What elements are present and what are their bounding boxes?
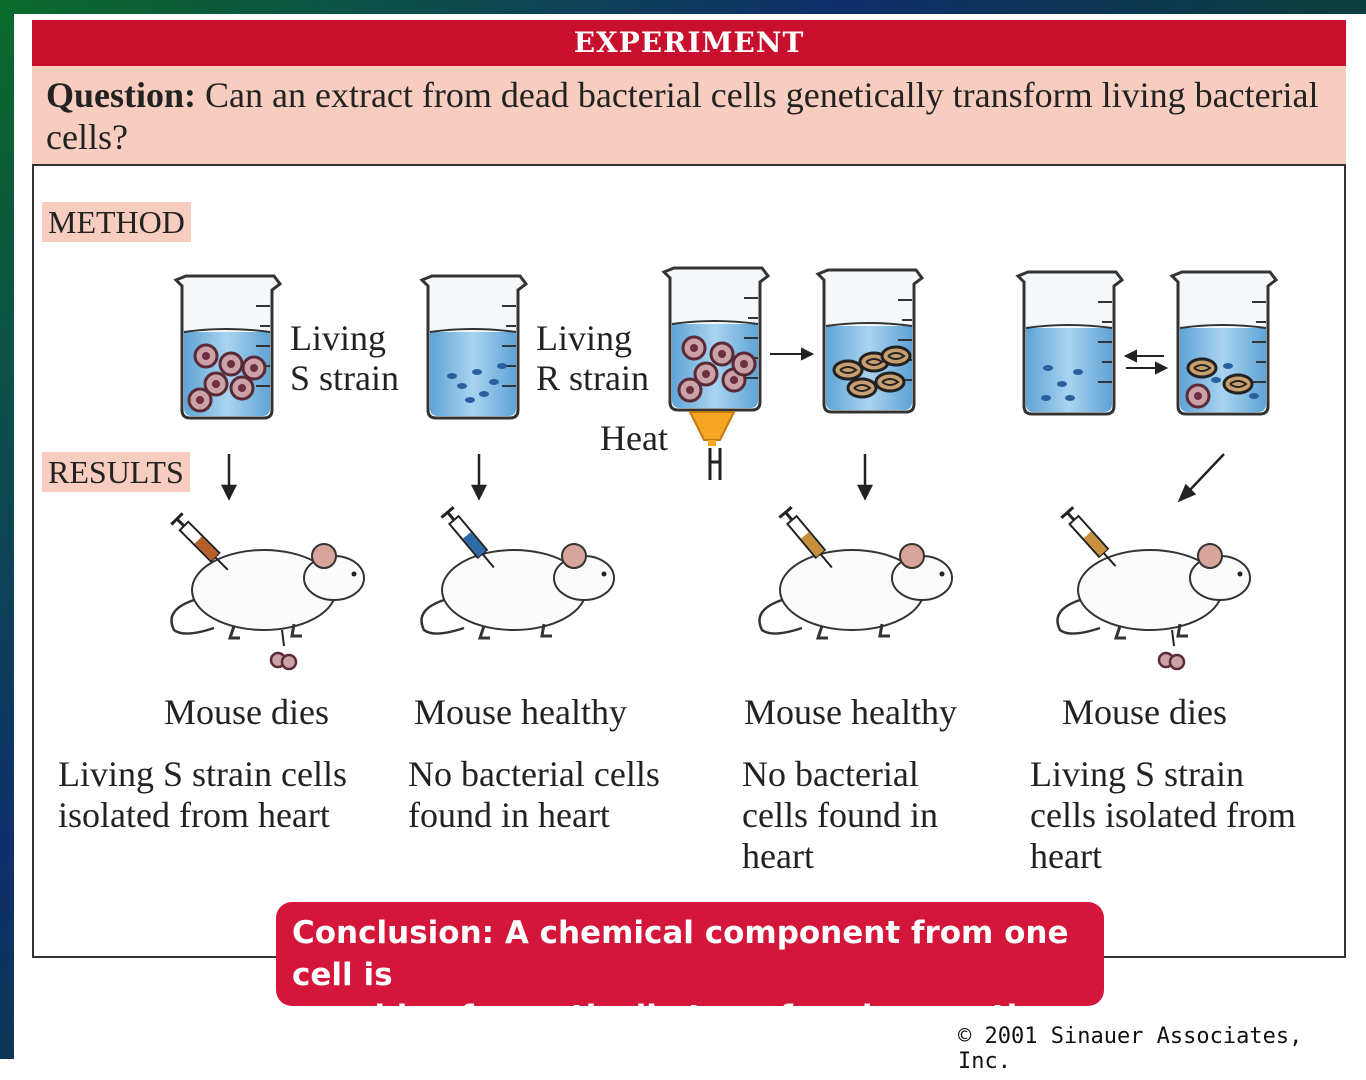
mouse-healthy-2 (422, 507, 615, 638)
beaker-living-r (422, 276, 526, 418)
beaker-heat-killed (664, 268, 768, 410)
detail-4-line1: Living S strain (1030, 754, 1244, 795)
detail-4-line3: heart (1030, 836, 1102, 877)
arrow-down-1 (223, 454, 235, 498)
arrow-heat-to-mix (770, 349, 812, 359)
arrow-diag-4 (1180, 454, 1224, 500)
mouse-dies-1 (171, 513, 364, 669)
detail-3-line3: heart (742, 836, 814, 877)
conclusion-box: Conclusion: A chemical component from on… (276, 902, 1104, 1006)
bunsen-burner-icon (690, 412, 734, 480)
copyright: © 2001 Sinauer Associates, Inc. (958, 1024, 1366, 1074)
detail-3-line2: cells found in (742, 795, 938, 836)
detail-3-line1: No bacterial (742, 754, 919, 795)
detail-2-line1: No bacterial cells (408, 754, 660, 795)
arrow-down-3 (859, 454, 871, 498)
outcome-4: Mouse dies (1062, 692, 1227, 733)
outcome-2: Mouse healthy (414, 692, 627, 733)
conclusion-line-1: Conclusion: A chemical component from on… (292, 912, 1088, 996)
outcome-1: Mouse dies (164, 692, 329, 733)
beaker-mixture-dead (818, 270, 922, 412)
detail-1-line1: Living S strain cells (58, 754, 347, 795)
mouse-healthy-3 (760, 507, 953, 638)
beaker-mixture-live (1172, 272, 1276, 414)
arrow-down-2 (473, 454, 485, 498)
beaker-r-strain-2 (1018, 272, 1122, 414)
arrows-mix (1126, 351, 1166, 373)
detail-2-line2: found in heart (408, 795, 610, 836)
mouse-dies-4 (1058, 507, 1251, 669)
detail-4-line2: cells isolated from (1030, 795, 1296, 836)
outcome-3: Mouse healthy (744, 692, 957, 733)
beaker-living-s (176, 276, 280, 418)
detail-1-line2: isolated from heart (58, 795, 330, 836)
